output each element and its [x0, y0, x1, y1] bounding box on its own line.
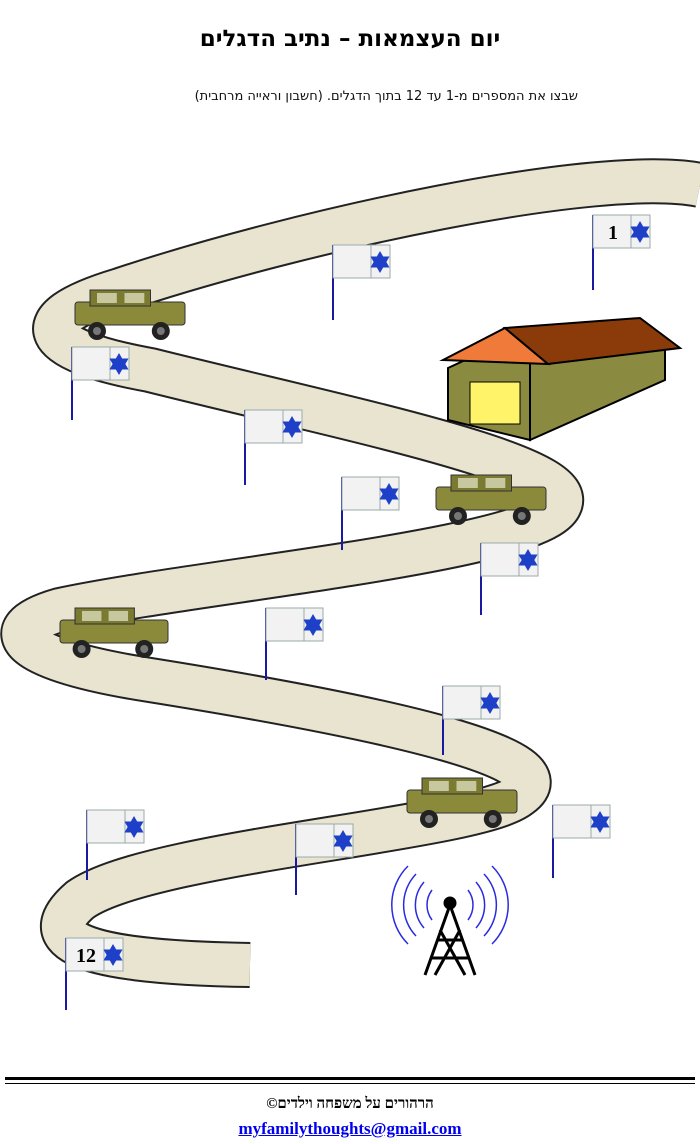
- star-of-david-icon: [109, 353, 129, 375]
- instructions: שבצו את המספרים מ-1 עד 12 בתוך הדגלים. (…: [194, 89, 578, 104]
- flag-1[interactable]: 1: [592, 214, 651, 290]
- footer-divider: [5, 1077, 695, 1080]
- star-of-david-icon: [303, 614, 323, 636]
- star-of-david-icon: [630, 221, 650, 243]
- flag-3[interactable]: [71, 346, 130, 420]
- footer-divider-thin: [5, 1083, 695, 1084]
- footer-credit: הרהורים על משפחה וילדים©: [266, 1096, 434, 1112]
- star-of-david-icon: [370, 251, 390, 273]
- star-of-david-icon: [282, 416, 302, 438]
- flag-number: 1: [608, 222, 618, 244]
- humvee-vehicle: [406, 777, 518, 828]
- page-title: יום העצמאות – נתיב הדגלים: [199, 26, 501, 52]
- flag-7[interactable]: [265, 607, 324, 680]
- flag-6[interactable]: [480, 542, 539, 615]
- house: [439, 316, 683, 442]
- flag-12[interactable]: 12: [65, 937, 124, 1010]
- star-of-david-icon: [333, 830, 353, 852]
- flag-path-illustration: 1 12: [0, 158, 700, 1010]
- star-of-david-icon: [590, 811, 610, 833]
- star-of-david-icon: [480, 692, 500, 714]
- humvee-armored-vehicle: [59, 607, 169, 658]
- star-of-david-icon: [518, 549, 538, 571]
- flag-4[interactable]: [244, 409, 303, 485]
- humvee-vehicle: [74, 289, 186, 340]
- flag-11[interactable]: [86, 809, 145, 880]
- flag-9[interactable]: [552, 804, 611, 878]
- star-of-david-icon: [124, 816, 144, 838]
- flag-8[interactable]: [442, 685, 501, 755]
- flag-number: 12: [76, 945, 96, 967]
- flag-10[interactable]: [295, 823, 354, 895]
- star-of-david-icon: [103, 944, 123, 966]
- star-of-david-icon: [379, 483, 399, 505]
- flag-2[interactable]: [332, 244, 391, 320]
- footer-email-link[interactable]: myfamilythoughts@gmail.com: [238, 1119, 462, 1138]
- flag-5[interactable]: [341, 476, 400, 550]
- radio-tower: [391, 865, 509, 976]
- humvee-armored-vehicle: [435, 474, 547, 525]
